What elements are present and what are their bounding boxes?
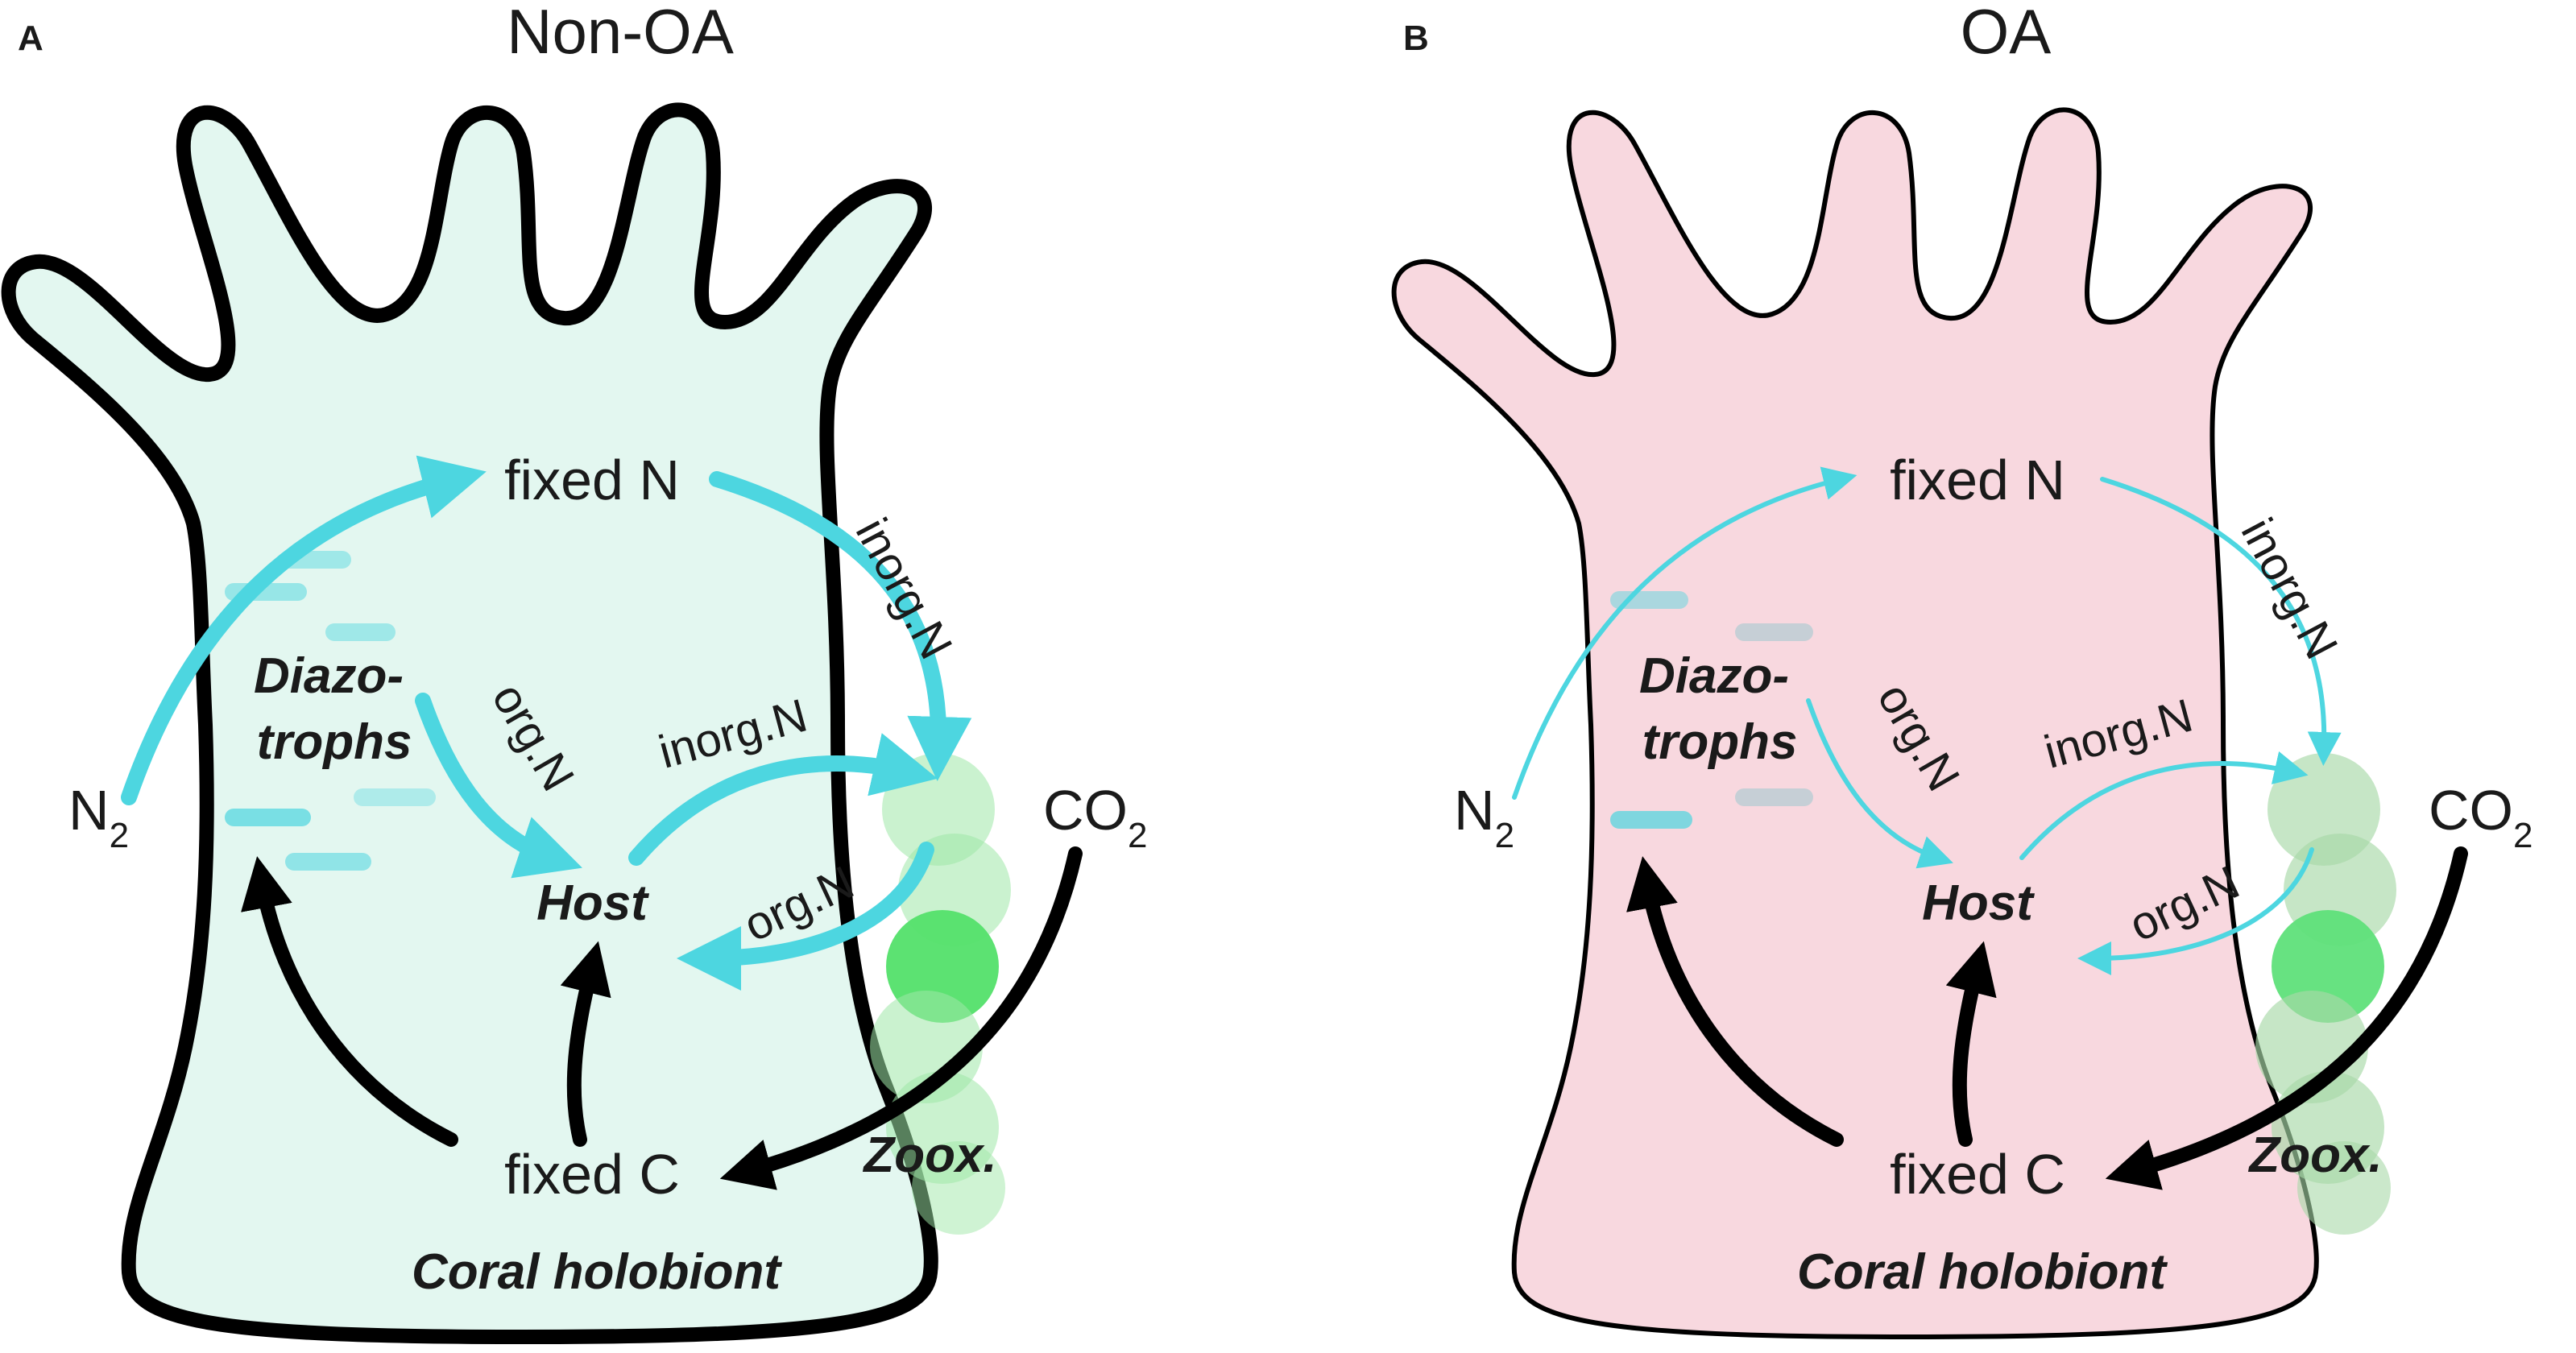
fixed-c-to-diazo-arrow	[1626, 856, 1844, 1147]
coral-polyp-body	[1391, 107, 2319, 1339]
label-coral-holobiont: Coral holobiont	[1797, 1244, 2168, 1300]
label-zoox: Zoox.	[2247, 1128, 2382, 1183]
nitrogen-flows	[121, 455, 972, 991]
zoox-to-host-arrow	[677, 842, 934, 991]
carbon-flows	[241, 846, 1083, 1190]
n2-to-fixed-n-arrow	[1512, 466, 1857, 800]
label-inorg-n-top: inorg.N	[846, 510, 963, 668]
diazo-to-host-arrow	[1806, 698, 1953, 869]
carbon-flows	[1626, 846, 2468, 1190]
panel-non-oa: A Non-OA	[1, 0, 1147, 1344]
co2-to-fixed-c-arrow	[2105, 846, 2468, 1190]
host-to-zoox-arrow	[628, 733, 938, 866]
label-host: Host	[536, 875, 649, 931]
label-inorg-n-top: inorg.N	[2231, 510, 2348, 668]
nitrogen-flows	[1512, 466, 2342, 975]
label-fixed-c: fixed C	[1890, 1143, 2065, 1206]
zoox-to-host-arrow	[2077, 847, 2314, 975]
panel-letter-b: B	[1403, 19, 1429, 58]
label-fixed-n: fixed N	[1890, 449, 2065, 511]
coral-polyp-body	[1, 102, 938, 1344]
diazo-to-host-arrow	[415, 693, 582, 879]
label-diazotrophs-line2: trophs	[257, 714, 412, 770]
label-co2: CO2	[1043, 779, 1147, 855]
fixed-n-to-zoox-arrow	[2100, 477, 2342, 766]
label-coral-holobiont: Coral holobiont	[412, 1244, 782, 1300]
panel-title-non-oa: Non-OA	[507, 0, 734, 67]
label-n2: N2	[1454, 779, 1514, 855]
label-fixed-n: fixed N	[504, 449, 680, 511]
zooxanthellae-cells	[870, 753, 1011, 1235]
label-zoox: Zoox.	[862, 1128, 996, 1183]
label-diazotrophs-line1: Diazo-	[1639, 648, 1789, 704]
label-diazotrophs-line2: trophs	[1642, 714, 1798, 770]
panel-oa: B OA	[1391, 0, 2533, 1339]
co2-to-fixed-c-arrow	[719, 846, 1083, 1190]
host-to-zoox-arrow	[2019, 751, 2309, 860]
fixed-n-to-zoox-arrow	[709, 471, 972, 781]
n2-to-fixed-n-arrow	[121, 455, 487, 805]
label-n2: N2	[68, 779, 129, 855]
panel-title-oa: OA	[1961, 0, 2052, 67]
label-diazotrophs-line1: Diazo-	[254, 648, 404, 704]
fixed-c-to-host-arrow	[560, 941, 611, 1147]
fixed-c-to-host-arrow	[1945, 941, 1997, 1147]
label-fixed-c: fixed C	[504, 1143, 680, 1206]
fixed-c-to-diazo-arrow	[241, 856, 458, 1147]
label-host: Host	[1922, 875, 2035, 931]
label-co2: CO2	[2429, 779, 2533, 855]
panel-letter-a: A	[18, 19, 43, 58]
